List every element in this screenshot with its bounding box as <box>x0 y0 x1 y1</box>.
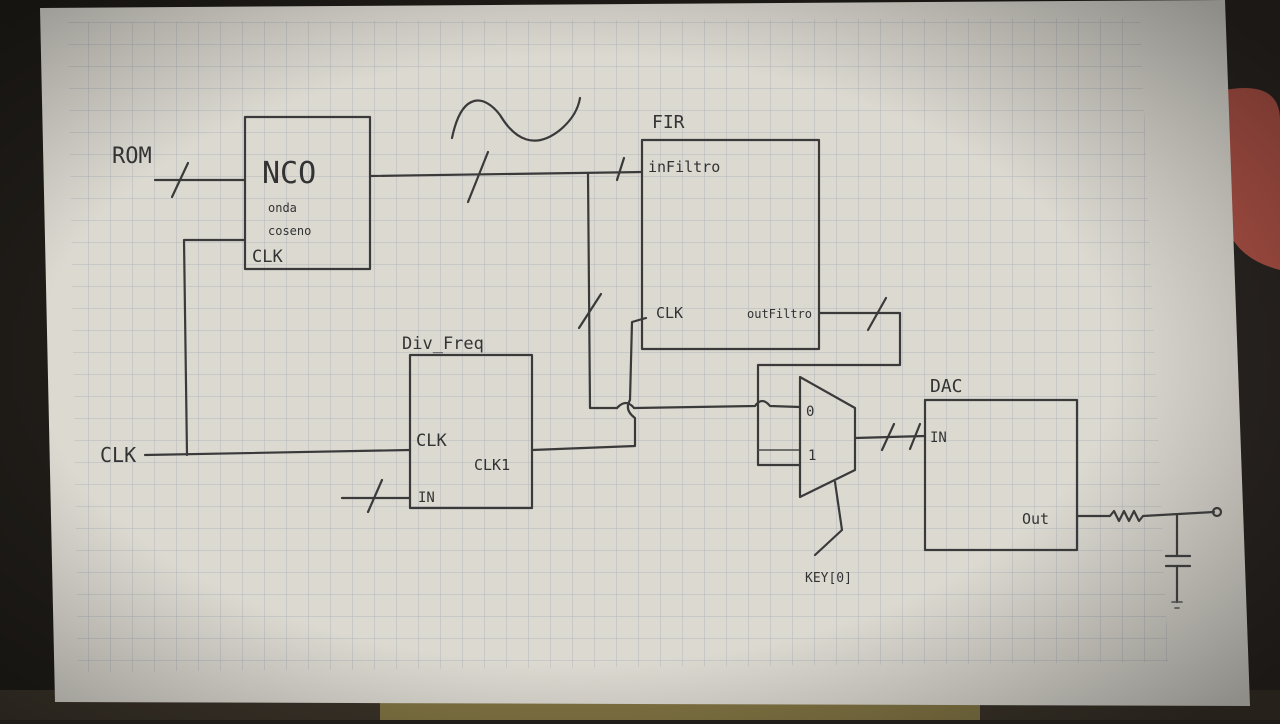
fir-out-slash <box>866 296 888 332</box>
nco-bus-slash <box>466 150 490 204</box>
clk1-to-fir-wire <box>530 316 648 452</box>
div-in-label: IN <box>418 490 435 506</box>
nco-title: NCO <box>262 156 316 191</box>
nco-sub1: onda <box>268 201 297 215</box>
nco-clk-label: CLK <box>252 247 283 267</box>
clk-main-wire <box>143 448 412 457</box>
div-freq-block <box>408 353 534 510</box>
mux-1-label: 1 <box>808 448 816 464</box>
mux-0-label: 0 <box>806 404 814 420</box>
bypass-wire <box>586 172 619 410</box>
key-label: KEY[0] <box>805 571 852 586</box>
mux-to-dac-wire <box>853 434 927 440</box>
fir-in-label: inFiltro <box>648 158 720 176</box>
output-resistor <box>1075 509 1216 523</box>
div-clk1-label: CLK1 <box>474 456 510 474</box>
mux-out-slash <box>880 422 896 452</box>
div-freq-title: Div_Freq <box>402 334 484 354</box>
div-clk-label: CLK <box>416 431 447 451</box>
nco-block <box>243 115 372 271</box>
fir-block <box>640 138 821 351</box>
ground-symbol <box>1171 601 1183 609</box>
output-terminal <box>1211 506 1223 518</box>
rom-label: ROM <box>112 144 152 169</box>
fir-out-label: outFiltro <box>747 307 812 321</box>
mux <box>798 375 857 499</box>
nco-to-fir-wire <box>368 170 644 178</box>
clk-input-label: CLK <box>100 443 136 467</box>
fir-in-slash <box>615 156 626 182</box>
dac-in-label: IN <box>930 430 947 446</box>
dac-block <box>923 398 1079 552</box>
rom-bus-slash <box>170 161 190 199</box>
dac-title: DAC <box>930 376 963 397</box>
fir-out-to-mux1 <box>756 311 902 467</box>
div-in-slash <box>366 478 384 514</box>
nco-sub2: coseno <box>268 224 311 238</box>
bypass-to-mux0 <box>632 399 802 410</box>
mux-select-wire <box>813 480 844 557</box>
bypass-hop <box>615 401 636 410</box>
fir-clk-label: CLK <box>656 304 683 322</box>
dac-in-slash <box>908 422 922 451</box>
fir-title: FIR <box>652 112 685 133</box>
dac-out-label: Out <box>1022 510 1049 528</box>
clk-to-nco-wire <box>182 238 247 457</box>
sine-wave-sketch <box>450 96 582 142</box>
bypass-slash <box>577 292 603 330</box>
